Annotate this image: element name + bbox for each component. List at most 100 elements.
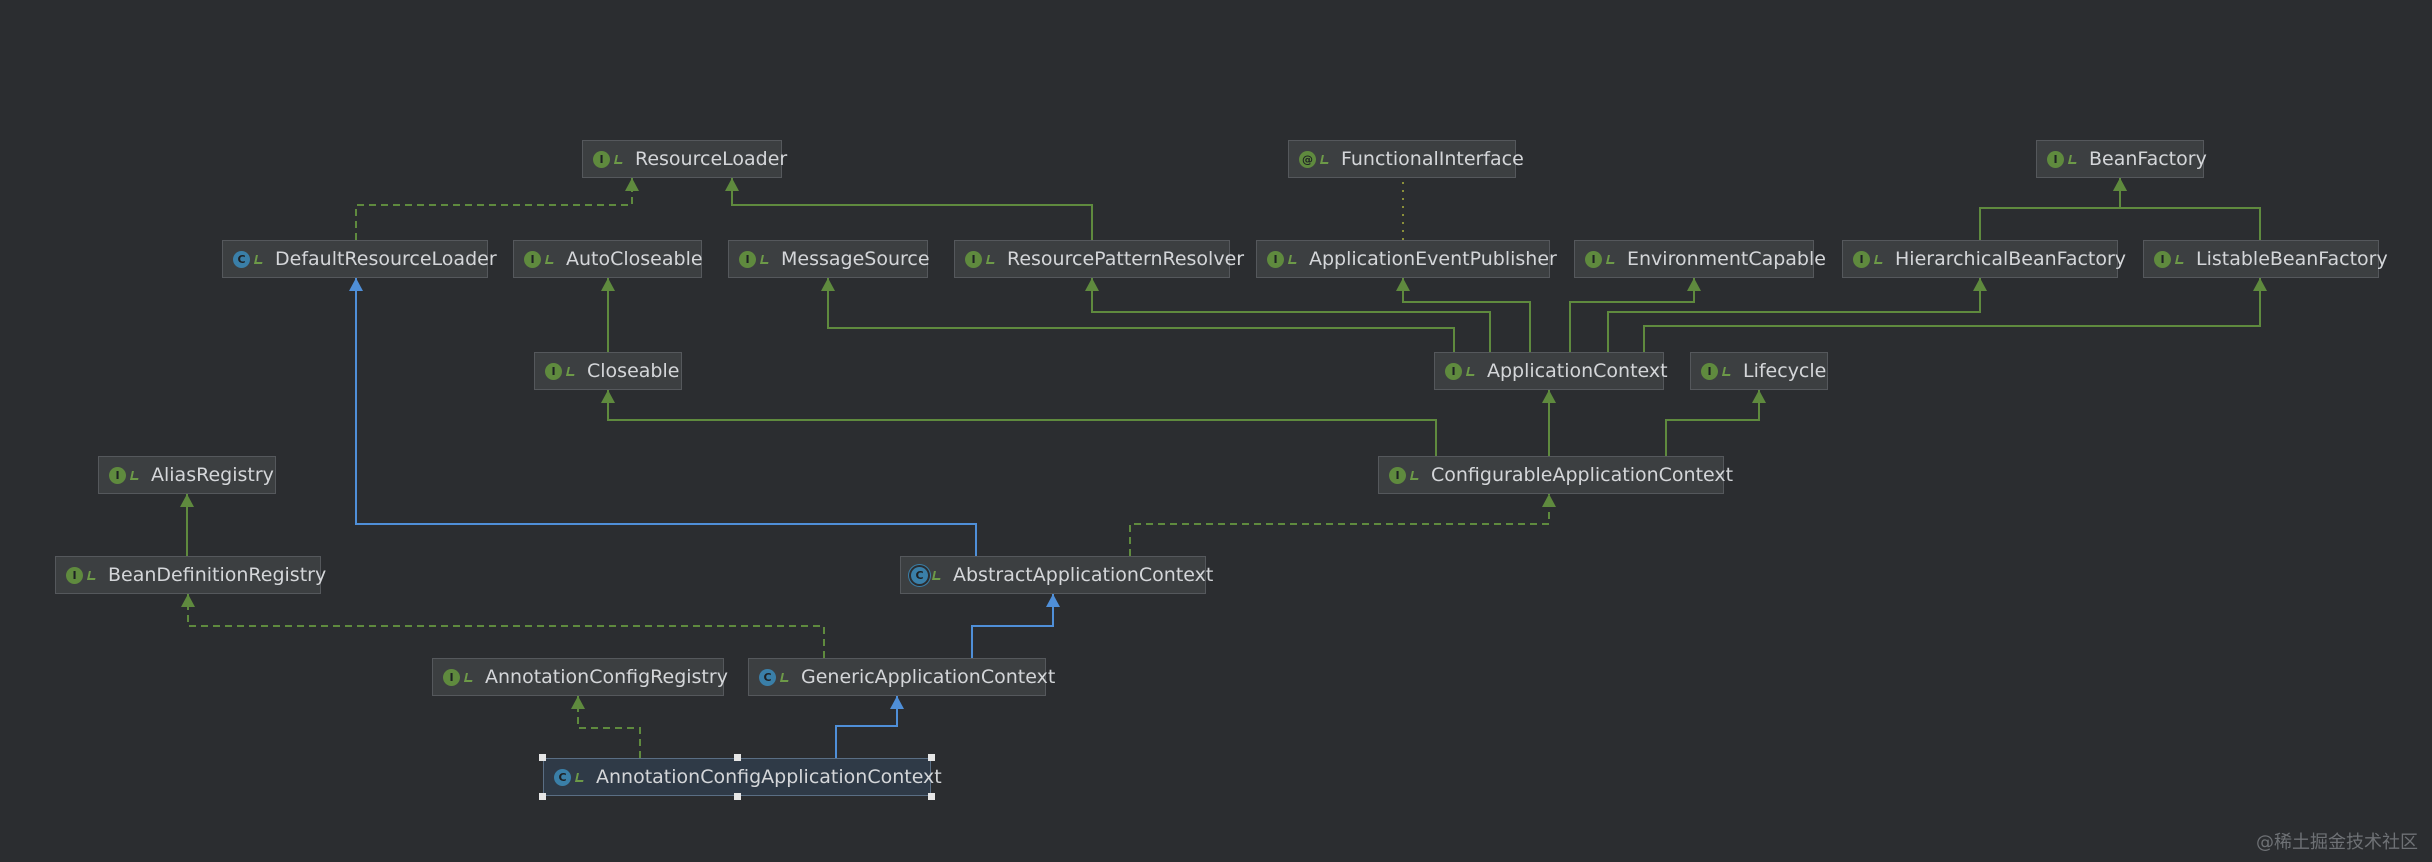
- node-label: AbstractApplicationContext: [953, 564, 1214, 586]
- arrowhead: [1687, 278, 1701, 291]
- node-label: DefaultResourceLoader: [275, 248, 497, 270]
- node-annotation-config-application-context[interactable]: C AnnotationConfigApplicationContext: [543, 758, 942, 796]
- interface-kind-icon: I: [443, 668, 460, 686]
- node-application-context[interactable]: I ApplicationContext: [1434, 352, 1668, 390]
- arrowhead: [725, 178, 739, 191]
- selection-handle[interactable]: [539, 754, 546, 761]
- node-label: AutoCloseable: [566, 248, 703, 270]
- edge-hbf-extends-beanfactory: [1979, 178, 2127, 240]
- arrowhead: [181, 594, 195, 607]
- edge-aac-implements-cac: [1129, 494, 1556, 556]
- node-resource-pattern-resolver[interactable]: I ResourcePatternResolver: [954, 240, 1244, 278]
- edge-cac-extends-ac: [1542, 390, 1556, 456]
- node-label: AnnotationConfigApplicationContext: [596, 766, 942, 788]
- node-default-resource-loader[interactable]: C DefaultResourceLoader: [222, 240, 497, 278]
- public-visibility-icon: [780, 672, 790, 682]
- node-annotation-config-registry[interactable]: I AnnotationConfigRegistry: [432, 658, 728, 696]
- node-label: HierarchicalBeanFactory: [1895, 248, 2127, 270]
- interface-kind-icon: I: [1445, 362, 1462, 380]
- public-visibility-icon: [760, 254, 770, 264]
- selection-handle[interactable]: [734, 793, 741, 800]
- interface-kind-icon: I: [66, 566, 83, 584]
- edge-rpr-extends-resourceloader: [725, 178, 1093, 240]
- public-visibility-icon: [575, 772, 585, 782]
- public-visibility-icon: [1874, 254, 1884, 264]
- selection-handle[interactable]: [734, 754, 741, 761]
- node-functional-interface[interactable]: @FunctionalInterface: [1288, 140, 1524, 178]
- node-label: EnvironmentCapable: [1627, 248, 1826, 270]
- interface-kind-icon: I: [1701, 362, 1718, 380]
- class-kind-icon: C: [233, 250, 250, 268]
- node-label: BeanFactory: [2089, 148, 2207, 170]
- node-label: ResourceLoader: [635, 148, 788, 170]
- watermark: @稀土掘金技术社区: [2256, 832, 2418, 853]
- arrowhead: [1085, 278, 1099, 291]
- node-label: GenericApplicationContext: [801, 666, 1056, 688]
- node-abstract-application-context[interactable]: C AbstractApplicationContext: [900, 556, 1213, 594]
- arrowhead: [1973, 278, 1987, 291]
- arrowhead: [1542, 494, 1556, 507]
- edge-acac-implements-acr: [571, 696, 641, 758]
- abstract-kind-icon: C: [911, 566, 928, 584]
- arrowhead: [601, 278, 615, 291]
- interface-kind-icon: I: [965, 250, 982, 268]
- public-visibility-icon: [986, 254, 996, 264]
- interface-kind-icon: I: [1585, 250, 1602, 268]
- edge-gac-implements-bdr: [181, 594, 825, 658]
- node-label: MessageSource: [781, 248, 930, 270]
- node-label: ListableBeanFactory: [2196, 248, 2388, 270]
- edge-drl-implements-resourceloader: [355, 178, 639, 240]
- public-visibility-icon: [1288, 254, 1298, 264]
- arrowhead: [821, 278, 835, 291]
- arrowhead: [1396, 278, 1410, 291]
- interface-kind-icon: I: [109, 466, 126, 484]
- arrowhead: [349, 278, 363, 291]
- public-visibility-icon: [932, 570, 942, 580]
- public-visibility-icon: [464, 672, 474, 682]
- node-label: ConfigurableApplicationContext: [1431, 464, 1734, 486]
- edge-ac-extends-rpr: [1085, 278, 1491, 352]
- public-visibility-icon: [130, 470, 140, 480]
- selection-handle[interactable]: [928, 754, 935, 761]
- node-label: BeanDefinitionRegistry: [108, 564, 327, 586]
- node-label: ResourcePatternResolver: [1007, 248, 1245, 270]
- class-kind-icon: C: [554, 768, 571, 786]
- edge-ac-extends-hbf: [1607, 278, 1987, 352]
- arrowhead: [625, 178, 639, 191]
- arrowhead: [1046, 594, 1060, 607]
- interface-kind-icon: I: [524, 250, 541, 268]
- public-visibility-icon: [1722, 366, 1732, 376]
- node-label: ApplicationContext: [1487, 360, 1668, 382]
- arrowhead: [571, 696, 585, 709]
- annotation-kind-icon: @: [1299, 150, 1316, 168]
- edge-acac-extends-gac: [835, 696, 904, 758]
- public-visibility-icon: [254, 254, 264, 264]
- node-label: AnnotationConfigRegistry: [485, 666, 728, 688]
- node-listable-bean-factory[interactable]: I ListableBeanFactory: [2143, 240, 2388, 278]
- interface-kind-icon: I: [1267, 250, 1284, 268]
- public-visibility-icon: [2175, 254, 2185, 264]
- node-environment-capable[interactable]: I EnvironmentCapable: [1574, 240, 1826, 278]
- arrowhead: [890, 696, 904, 709]
- node-auto-closeable[interactable]: I AutoCloseable: [513, 240, 703, 278]
- public-visibility-icon: [614, 154, 624, 164]
- node-bean-definition-registry[interactable]: I BeanDefinitionRegistry: [55, 556, 326, 594]
- interface-kind-icon: I: [2154, 250, 2171, 268]
- public-visibility-icon: [1410, 470, 1420, 480]
- node-label: Closeable: [587, 360, 680, 382]
- public-visibility-icon: [566, 366, 576, 376]
- selection-handle[interactable]: [539, 793, 546, 800]
- selection-handle[interactable]: [928, 793, 935, 800]
